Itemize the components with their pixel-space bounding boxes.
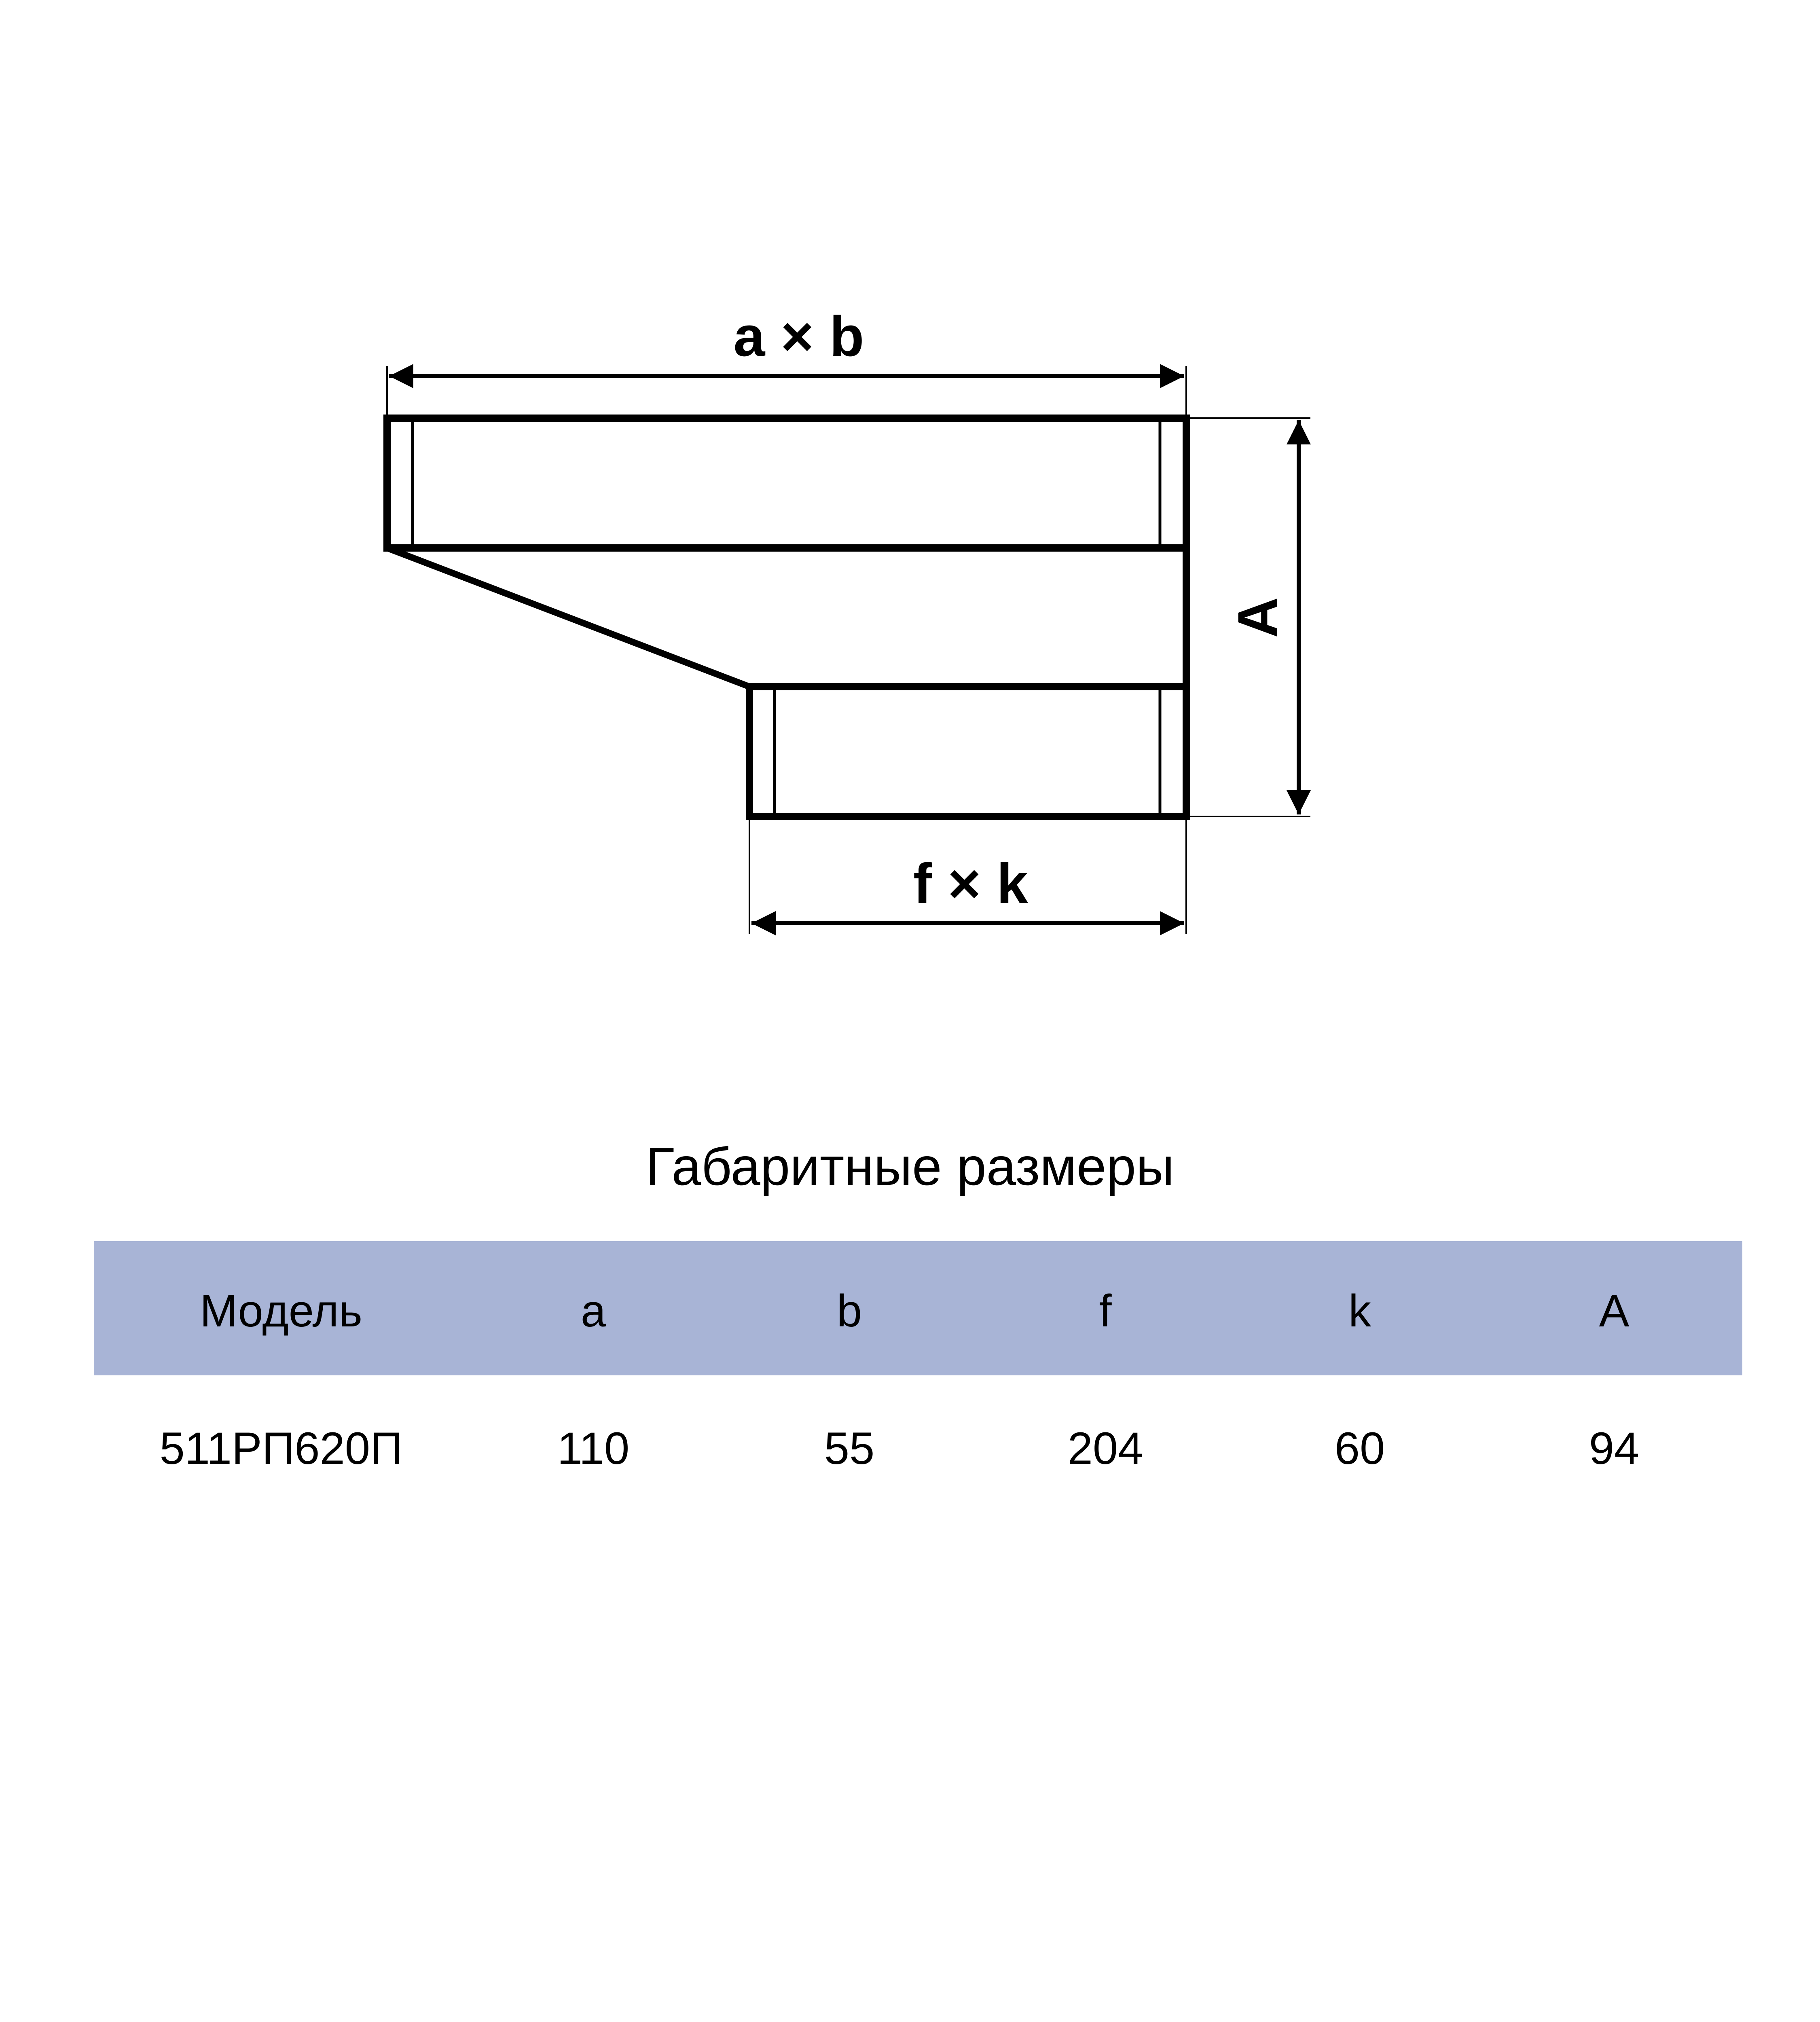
- column-header-b: b: [836, 1286, 862, 1336]
- cell-model: 511РП620П: [159, 1423, 403, 1474]
- upper-duct-body: [383, 415, 1190, 552]
- section-title: Габаритные размеры: [645, 1137, 1175, 1196]
- cell-f: 204: [1067, 1423, 1143, 1474]
- dimension-label-fk: f × k: [913, 852, 1029, 915]
- cell-k: 60: [1334, 1423, 1385, 1474]
- cell-A: 94: [1589, 1423, 1640, 1474]
- table-header-row: [94, 1241, 1742, 1375]
- column-header-model: Модель: [199, 1286, 363, 1336]
- dimension-label-A: A: [1226, 597, 1289, 638]
- cell-b: 55: [824, 1423, 875, 1474]
- column-header-k: k: [1348, 1286, 1371, 1336]
- lower-duct-body: [746, 683, 1190, 820]
- column-header-A: A: [1599, 1286, 1630, 1336]
- dimension-label-ab: a × b: [733, 305, 864, 368]
- page: a × b f × k A Габаритные размеры Модель …: [94, 305, 1742, 1474]
- cell-a: 110: [557, 1423, 630, 1474]
- taper-line: [386, 545, 751, 690]
- column-header-f: f: [1099, 1286, 1112, 1336]
- transition-duct-drawing: [383, 364, 1311, 935]
- column-header-a: a: [580, 1286, 606, 1336]
